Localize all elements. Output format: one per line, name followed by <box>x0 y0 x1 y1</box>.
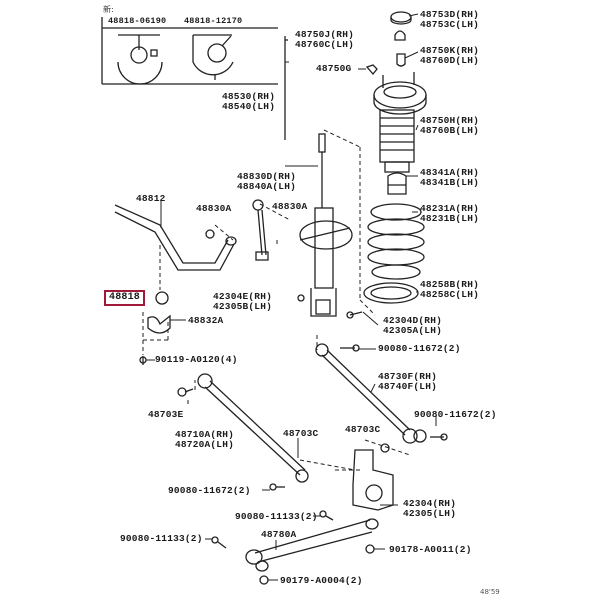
part-label-48730f[interactable]: 48730F(RH) <box>378 371 438 382</box>
part-label-90080-11672-b[interactable]: 90080-11672(2) <box>414 409 497 420</box>
part-label-48830d[interactable]: 48830D(RH) <box>237 171 297 182</box>
part-label-48341a[interactable]: 48341A(RH) <box>420 167 480 178</box>
part-label-48750k[interactable]: 48750K(RH) <box>420 45 480 56</box>
inset-box <box>101 17 278 85</box>
part-label-48231b[interactable]: 48231B(LH) <box>420 213 480 224</box>
part-label-48750j[interactable]: 48750J(RH) <box>295 29 355 40</box>
inset-part-1: 48818-06190 <box>108 16 167 26</box>
part-label-48812[interactable]: 48812 <box>136 193 166 204</box>
part-label-42304e[interactable]: 42304E(RH) <box>213 291 273 302</box>
part-label-42305[interactable]: 42305(LH) <box>403 508 457 519</box>
diagram-code: 48'59 <box>480 588 500 596</box>
part-label-90080-11672-c[interactable]: 90080-11672(2) <box>168 485 251 496</box>
part-label-90179[interactable]: 90179-A0004(2) <box>280 575 363 586</box>
part-label-48703e[interactable]: 48703E <box>148 409 184 420</box>
knuckle <box>352 449 394 511</box>
part-label-48710a[interactable]: 48710A(RH) <box>175 429 235 440</box>
inset-header: 新: <box>103 5 114 14</box>
part-label-48750h[interactable]: 48750H(RH) <box>420 115 480 126</box>
part-label-48530[interactable]: 48530(RH) <box>222 91 276 102</box>
stabilizer-bar <box>114 204 237 271</box>
part-label-48341b[interactable]: 48341B(LH) <box>420 177 480 188</box>
part-label-90080-11133-b[interactable]: 90080-11133(2) <box>120 533 203 544</box>
part-label-48818-highlighted[interactable]: 48818 <box>104 290 146 306</box>
part-label-48760d[interactable]: 48760D(LH) <box>420 55 480 66</box>
part-label-48258b[interactable]: 48258B(RH) <box>420 279 480 290</box>
part-label-48703c-left[interactable]: 48703C <box>283 428 319 439</box>
part-label-48740f[interactable]: 48740F(LH) <box>378 381 438 392</box>
part-label-48540[interactable]: 48540(LH) <box>222 101 276 112</box>
part-label-48753d[interactable]: 48753D(RH) <box>420 9 480 20</box>
part-label-48720a[interactable]: 48720A(LH) <box>175 439 235 450</box>
part-label-42305a[interactable]: 42305A(LH) <box>383 325 443 336</box>
part-label-48780a[interactable]: 48780A <box>261 529 297 540</box>
lower-arm <box>197 373 309 483</box>
part-label-90080-11672-a[interactable]: 90080-11672(2) <box>378 343 461 354</box>
part-label-48750g[interactable]: 48750G <box>316 63 352 74</box>
part-label-90178[interactable]: 90178-A0011(2) <box>389 544 472 555</box>
rear-arm <box>245 518 379 572</box>
part-label-90119[interactable]: 90119-A0120(4) <box>155 354 238 365</box>
stabilizer-link <box>252 199 269 261</box>
part-label-48760b[interactable]: 48760B(LH) <box>420 125 480 136</box>
part-label-90080-11133-a[interactable]: 90080-11133(2) <box>235 511 318 522</box>
part-label-48830a-left[interactable]: 48830A <box>196 203 232 214</box>
part-label-48258c[interactable]: 48258C(LH) <box>420 289 480 300</box>
part-label-48840a[interactable]: 48840A(LH) <box>237 181 297 192</box>
upper-arm <box>315 343 427 444</box>
part-label-48832a[interactable]: 48832A <box>188 315 224 326</box>
part-label-48760c[interactable]: 48760C(LH) <box>295 39 355 50</box>
part-label-42304[interactable]: 42304(RH) <box>403 498 457 509</box>
coil-spring <box>367 203 425 280</box>
part-label-42305b[interactable]: 42305B(LH) <box>213 301 273 312</box>
part-label-48753c[interactable]: 48753C(LH) <box>420 19 480 30</box>
inset-part-2: 48818-12170 <box>184 16 243 26</box>
part-label-42304d[interactable]: 42304D(RH) <box>383 315 443 326</box>
part-label-48703c-right[interactable]: 48703C <box>345 424 381 435</box>
shock-absorber <box>299 133 353 317</box>
part-label-48830a-right[interactable]: 48830A <box>272 201 308 212</box>
part-label-48231a[interactable]: 48231A(RH) <box>420 203 480 214</box>
bellows-boot <box>379 109 415 173</box>
